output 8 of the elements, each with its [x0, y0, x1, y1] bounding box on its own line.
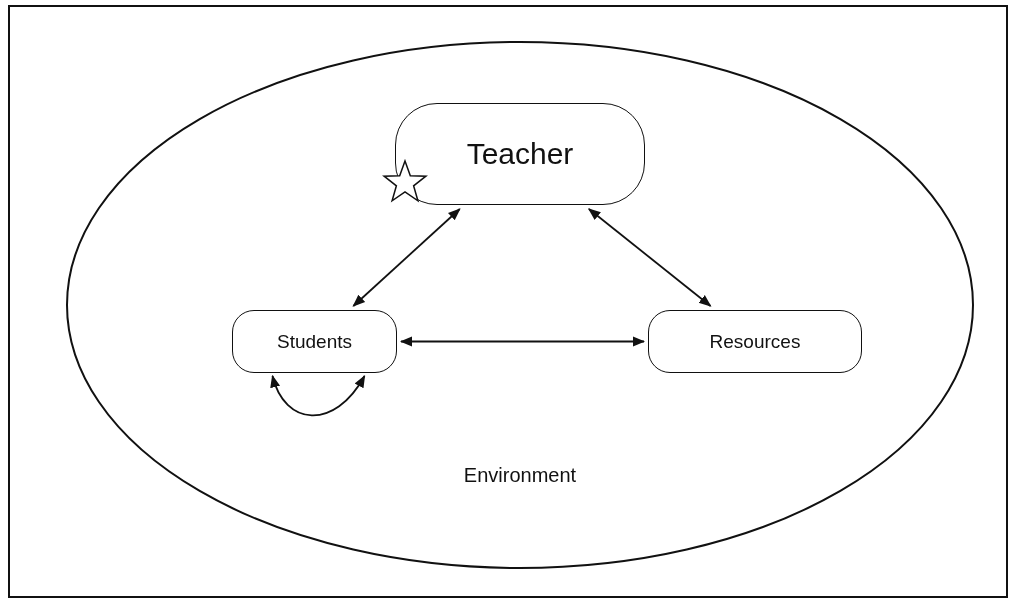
- rounded-box: Students: [232, 310, 397, 373]
- double-arrow: [399, 336, 646, 347]
- double-arrow: [271, 374, 366, 417]
- double-arrow: [352, 208, 461, 307]
- rounded-box: Teacher: [395, 103, 645, 205]
- rounded-box: Resources: [648, 310, 862, 373]
- region-label: Environment: [462, 464, 578, 487]
- double-arrow: [587, 208, 712, 307]
